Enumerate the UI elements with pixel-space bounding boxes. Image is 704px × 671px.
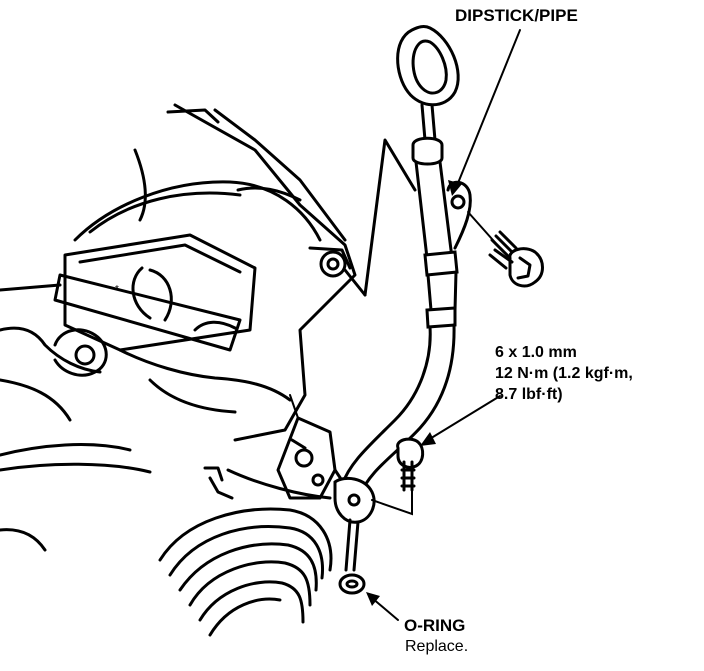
callout-lines — [343, 29, 521, 621]
upper-bolt — [467, 211, 544, 288]
torque-line-1: 12 N·m (1.2 kgf·m, — [495, 365, 633, 382]
lower-bolt — [396, 437, 425, 492]
o-ring-note: Replace. — [405, 638, 469, 655]
pulley — [158, 466, 333, 637]
bolt-spec-label: 6 x 1.0 mm 12 N·m (1.2 kgf·m, 8.7 lbf·ft… — [495, 342, 633, 405]
bolt-size-text: 6 x 1.0 mm — [495, 344, 577, 361]
torque-line-2: 8.7 lbf·ft) — [495, 386, 563, 403]
o-ring-label: O-RING — [404, 616, 466, 635]
svg-text:*: * — [115, 284, 119, 295]
pipe-bracket — [276, 394, 347, 500]
dipstick-pipe — [333, 25, 472, 572]
dipstick-pipe-label: DIPSTICK/PIPE — [455, 6, 578, 25]
o-ring — [338, 573, 366, 595]
engine-block: * — [0, 103, 357, 552]
